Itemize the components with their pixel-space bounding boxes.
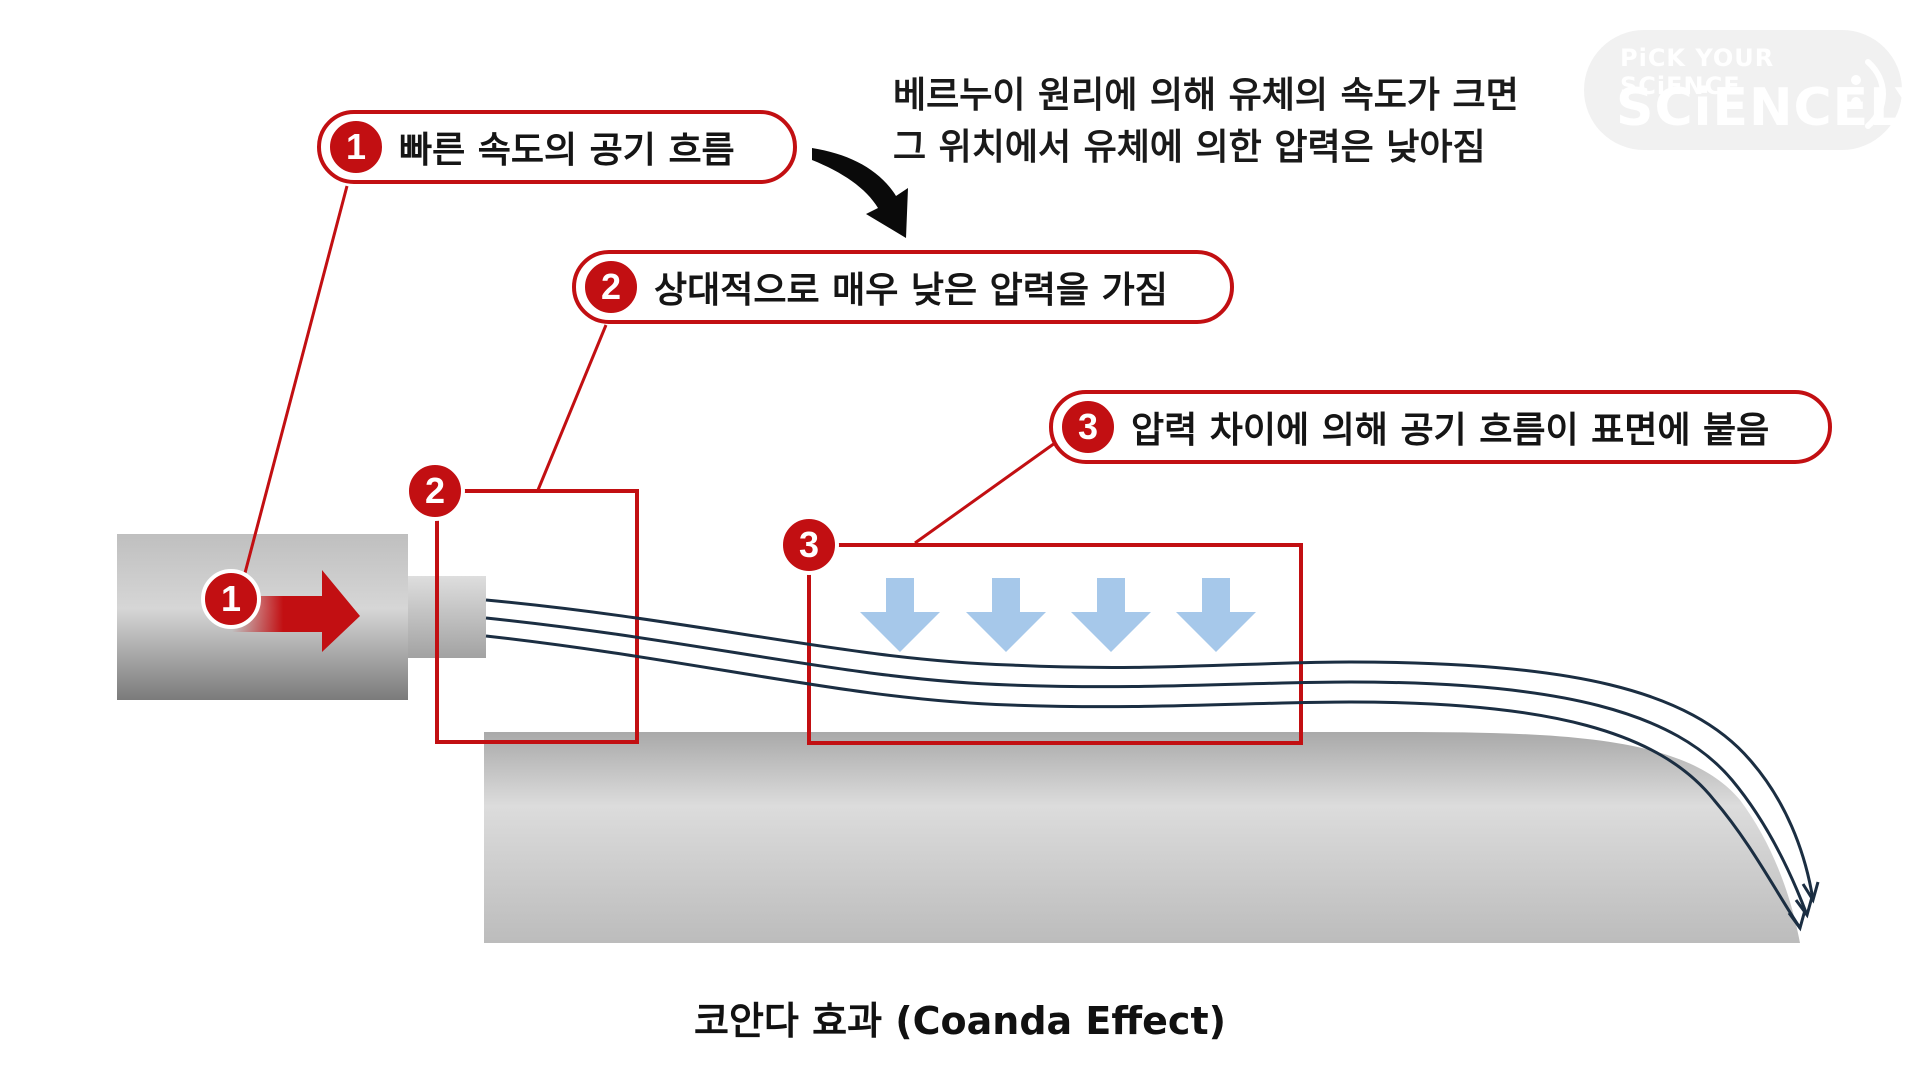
callout-1-text: 빠른 속도의 공기 흐름: [399, 130, 735, 171]
logo-tagline: PiCK YOUR SCiENCE: [1620, 44, 1775, 100]
box3-badge: 3: [779, 515, 839, 575]
streamline: [485, 598, 1815, 901]
curved-arrow: [812, 148, 908, 238]
box2-badge: 2: [405, 461, 465, 521]
streamline-arrowhead: [1794, 896, 1814, 919]
callout-2: 2 상대적으로 매우 낮은 압력을 가짐: [572, 250, 1234, 324]
leader-line-2: [536, 324, 608, 491]
fast-flow-arrow: [232, 570, 360, 652]
note-line-1: 베르누이 원리에 의해 유체의 속도가 크면: [893, 75, 1519, 116]
streamline: [485, 616, 1809, 916]
callout-3: 3 압력 차이에 의해 공기 흐름이 표면에 붙음: [1049, 390, 1832, 464]
highlight-box-3: [807, 543, 1303, 745]
pressure-arrow: [1176, 578, 1256, 652]
highlight-box-2: [435, 489, 639, 744]
streamline: [485, 634, 1802, 929]
streamline-arrowhead: [1801, 881, 1820, 904]
pressure-arrow: [966, 578, 1046, 652]
sciencely-logo: PiCK YOUR SCiENCE SCiENCELY: [1584, 30, 1920, 150]
badge-2: 2: [581, 257, 641, 317]
callout-2-text: 상대적으로 매우 낮은 압력을 가짐: [654, 270, 1168, 311]
streamline-arrowhead: [1787, 909, 1807, 932]
leader-line-1: [243, 185, 349, 574]
curved-surface: [484, 731, 1800, 943]
callout-3-text: 압력 차이에 의해 공기 흐름이 표면에 붙음: [1131, 410, 1770, 451]
pipe-badge: 1: [201, 569, 261, 629]
pipe-nozzle: [408, 576, 486, 658]
diagram-caption: 코안다 효과 (Coanda Effect): [694, 999, 1226, 1043]
badge-3: 3: [1058, 397, 1118, 457]
pressure-arrow: [860, 578, 940, 652]
logo-smile-icon: [1851, 59, 1886, 129]
bernoulli-note: 베르누이 원리에 의해 유체의 속도가 크면 그 위치에서 유체에 의한 압력은…: [893, 70, 1519, 174]
pressure-arrow: [1071, 578, 1151, 652]
badge-1: 1: [326, 117, 386, 177]
note-line-2: 그 위치에서 유체에 의한 압력은 낮아짐: [893, 127, 1486, 168]
callout-1: 1 빠른 속도의 공기 흐름: [317, 110, 797, 184]
leader-line-3: [914, 441, 1056, 545]
